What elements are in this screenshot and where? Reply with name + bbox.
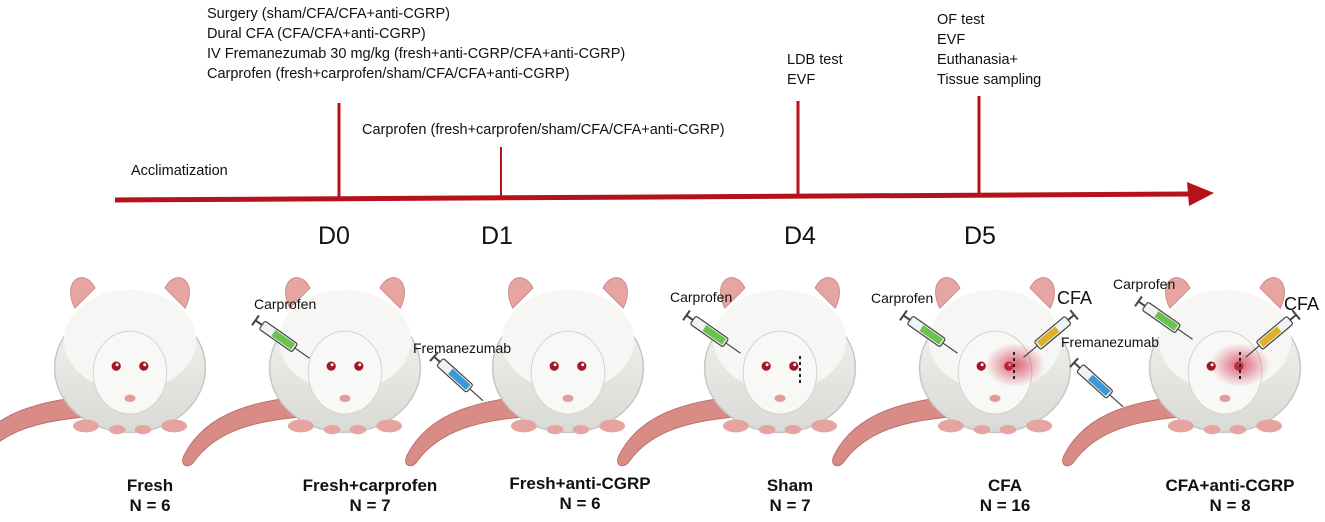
d5-event: Euthanasia+ bbox=[937, 52, 1019, 68]
group-n: N = 16 bbox=[979, 496, 1031, 515]
carprofen-label: Carprofen bbox=[254, 296, 317, 312]
fremanezumab-syringe-icon bbox=[1069, 357, 1129, 413]
rat-fresh-anti-cgrp bbox=[404, 276, 645, 467]
d0-event: Surgery (sham/CFA/CFA+anti-CGRP) bbox=[207, 6, 450, 22]
d4-event: EVF bbox=[787, 72, 816, 88]
carprofen-label: Carprofen bbox=[670, 289, 733, 305]
cfa-label: CFA bbox=[1057, 288, 1093, 308]
d1-event: Carprofen (fresh+carprofen/sham/CFA/CFA+… bbox=[362, 122, 725, 138]
fremanezumab-label: Fremanezumab bbox=[1061, 334, 1160, 350]
d4-event: LDB test bbox=[787, 52, 843, 68]
d5-events: OF test EVF Euthanasia+ Tissue sampling bbox=[937, 10, 1041, 90]
group-cfa: CFA N = 16 bbox=[935, 476, 1075, 516]
d0-events: Surgery (sham/CFA/CFA+anti-CGRP) Dural C… bbox=[207, 4, 625, 84]
fremanezumab-label: Fremanezumab bbox=[413, 340, 512, 356]
group-name: CFA bbox=[988, 476, 1022, 495]
group-n: N = 8 bbox=[1209, 496, 1251, 515]
group-cfa-anti-cgrp: CFA+anti-CGRP N = 8 bbox=[1140, 476, 1320, 516]
d5-event: Tissue sampling bbox=[937, 72, 1042, 88]
day-label-d5: D5 bbox=[964, 222, 996, 250]
group-n: N = 7 bbox=[349, 496, 391, 515]
acclimatization-label: Acclimatization bbox=[131, 163, 228, 179]
rat-sham bbox=[616, 276, 857, 467]
cfa-label: CFA bbox=[1284, 294, 1320, 314]
d5-event: EVF bbox=[937, 32, 966, 48]
rat-cfa bbox=[831, 276, 1079, 467]
group-fresh-carprofen: Fresh+carprofen N = 7 bbox=[280, 476, 460, 516]
timeline-axis bbox=[114, 191, 1193, 203]
day-label-d1: D1 bbox=[481, 222, 513, 250]
group-fresh-anti-cgrp: Fresh+anti-CGRP N = 6 bbox=[490, 474, 670, 514]
group-name: Fresh bbox=[126, 476, 174, 495]
d0-event: Carprofen (fresh+carprofen/sham/CFA/CFA+… bbox=[207, 66, 570, 82]
group-name: CFA+anti-CGRP bbox=[1165, 476, 1295, 495]
d4-events: LDB test EVF bbox=[787, 50, 843, 90]
carprofen-label: Carprofen bbox=[1113, 276, 1176, 292]
group-n: N = 7 bbox=[769, 496, 811, 515]
day-label-d4: D4 bbox=[784, 222, 816, 250]
carprofen-label: Carprofen bbox=[871, 290, 934, 306]
d0-event: Dural CFA (CFA/CFA+anti-CGRP) bbox=[207, 26, 426, 42]
rat-cfa-anti-cgrp bbox=[1061, 276, 1302, 467]
rat-fresh bbox=[0, 276, 207, 467]
day-label-d0: D0 bbox=[318, 222, 350, 250]
fremanezumab-syringe-icon bbox=[429, 351, 489, 407]
group-n: N = 6 bbox=[129, 496, 171, 515]
group-name: Fresh+anti-CGRP bbox=[509, 474, 651, 493]
timeline bbox=[114, 96, 1214, 206]
group-n: N = 6 bbox=[559, 494, 601, 513]
d0-event: IV Fremanezumab 30 mg/kg (fresh+anti-CGR… bbox=[207, 46, 626, 62]
group-name: Fresh+carprofen bbox=[302, 476, 438, 495]
group-name: Sham bbox=[766, 476, 814, 495]
d5-event: OF test bbox=[937, 12, 985, 28]
group-sham: Sham N = 7 bbox=[720, 476, 860, 516]
timeline-arrowhead bbox=[1187, 182, 1214, 206]
group-fresh: Fresh N = 6 bbox=[80, 476, 220, 516]
d1-events: Carprofen (fresh+carprofen/sham/CFA/CFA+… bbox=[362, 120, 725, 140]
